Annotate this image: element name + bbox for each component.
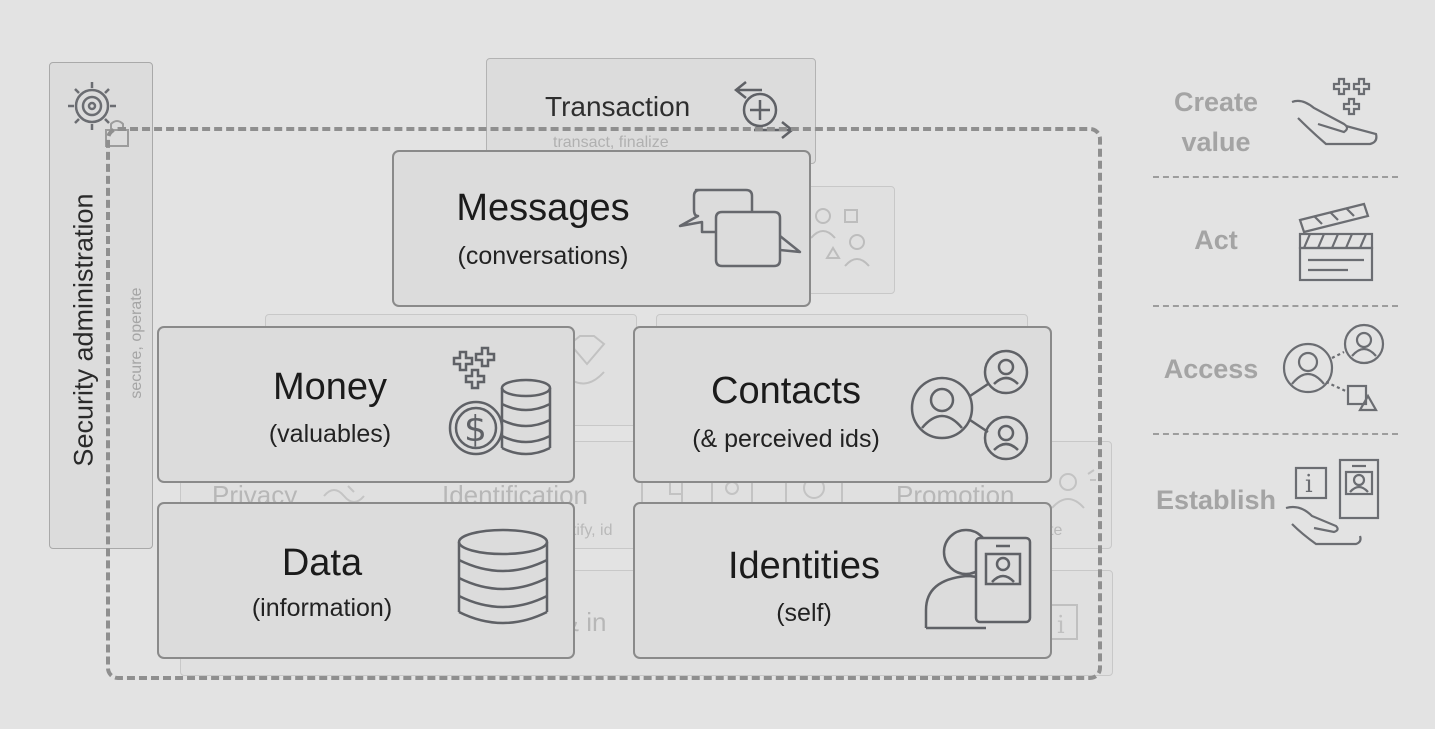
person-id-card-icon xyxy=(924,528,1032,630)
coins-dollar-icon: $ xyxy=(448,346,552,456)
legend-create-label: Create value xyxy=(1174,82,1258,162)
hand-plus-icon xyxy=(1291,77,1378,146)
money-title: Money xyxy=(272,366,388,408)
people-shapes-icon xyxy=(810,208,870,267)
legend-establish-label: Establish xyxy=(1155,485,1277,515)
transaction-title: Transaction xyxy=(545,91,691,122)
legend-separator-1 xyxy=(1153,176,1398,178)
svg-text:i: i xyxy=(1305,470,1313,498)
contacts-subtitle: (& perceived ids) xyxy=(692,425,880,453)
svg-text:i: i xyxy=(1057,611,1065,639)
legend-create-line2: value xyxy=(1181,127,1251,157)
data-subtitle: (information) xyxy=(251,594,393,622)
transaction-subtitle: transact, finalize xyxy=(553,134,669,151)
security-administration-title: Security administration xyxy=(68,193,99,467)
contacts-card[interactable] xyxy=(633,326,1052,483)
user-network-icon xyxy=(1282,323,1385,412)
person-sparkle-icon xyxy=(1051,469,1096,509)
ghost-promotion-sub: te xyxy=(1049,522,1063,539)
hand-id-icon: i xyxy=(1285,458,1380,546)
speech-bubbles-icon xyxy=(678,188,802,268)
money-subtitle: (valuables) xyxy=(268,420,392,448)
data-card[interactable] xyxy=(157,502,575,659)
privacy-icon xyxy=(323,485,365,503)
legend-act-label: Act xyxy=(1194,225,1238,255)
messages-subtitle: (conversations) xyxy=(457,242,629,270)
gear-icon xyxy=(68,82,116,130)
security-administration-panel[interactable] xyxy=(49,62,153,549)
legend-separator-2 xyxy=(1153,305,1398,307)
ghost-identification-sub: ntify, id xyxy=(563,522,613,539)
contacts-network-icon xyxy=(910,349,1029,461)
data-title: Data xyxy=(281,542,363,584)
dashed-boundary xyxy=(106,127,1102,680)
clapperboard-icon xyxy=(1298,202,1374,282)
contacts-title: Contacts xyxy=(711,370,861,412)
database-icon xyxy=(457,528,549,625)
identities-title: Identities xyxy=(727,545,881,587)
messages-title: Messages xyxy=(456,187,630,229)
identities-subtitle: (self) xyxy=(776,599,832,627)
legend-separator-3 xyxy=(1153,433,1398,435)
legend-create-line1: Create xyxy=(1173,87,1259,117)
legend-access-label: Access xyxy=(1163,354,1259,384)
svg-text:$: $ xyxy=(464,409,487,450)
